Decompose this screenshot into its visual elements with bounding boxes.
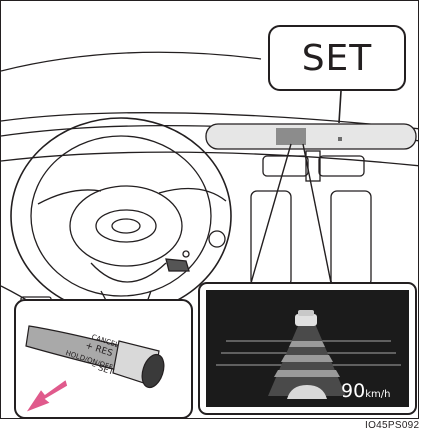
speed-value: 90 xyxy=(341,380,365,402)
cluster-highlight xyxy=(276,128,306,145)
figure-code: IO45PS092 xyxy=(365,420,419,431)
set-callout-bubble: SET xyxy=(268,25,406,91)
cluster-display-bar xyxy=(206,124,416,149)
set-callout-text: SET xyxy=(302,38,373,79)
set-indicator xyxy=(338,137,342,141)
speed-unit: km/h xyxy=(365,389,390,400)
set-speed-readout: 90km/h xyxy=(341,382,390,404)
illustration-frame: CANCEL + RES HOLD/ON/OFF – SET SET 90km/… xyxy=(0,0,419,419)
preceding-vehicle-icon xyxy=(295,310,317,326)
